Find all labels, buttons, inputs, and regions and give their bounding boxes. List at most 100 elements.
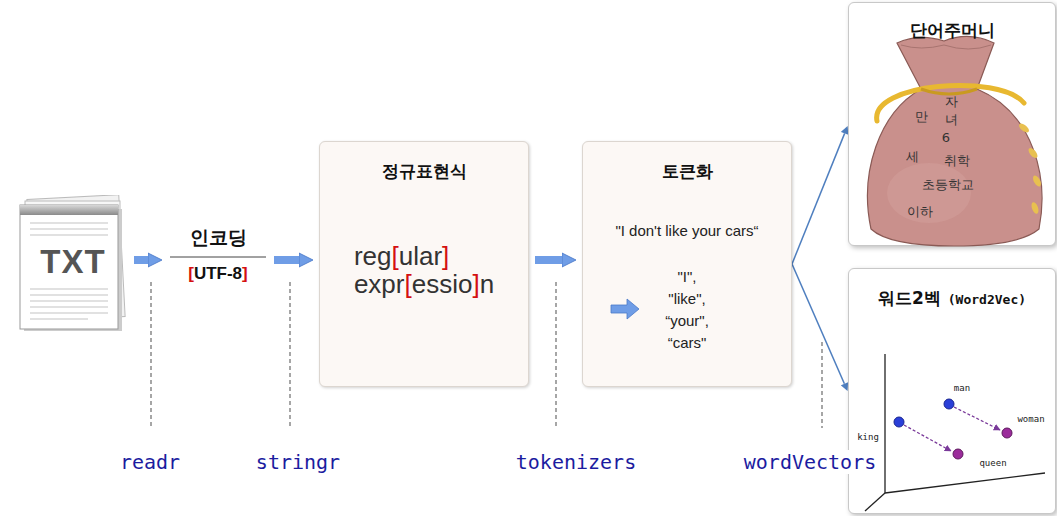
bag-word: 초등학교 bbox=[922, 176, 974, 194]
text-segment: [ bbox=[404, 269, 411, 299]
package-name: readr bbox=[118, 450, 182, 474]
flow-arrow bbox=[274, 256, 299, 264]
stitch bbox=[1017, 122, 1030, 134]
text-row: 토큰화 bbox=[583, 160, 791, 183]
vector-arrow bbox=[954, 407, 1000, 430]
node-text: [UTF-8] bbox=[188, 264, 248, 284]
text-row: 정규표현식 bbox=[320, 160, 528, 183]
guide-line bbox=[821, 342, 822, 428]
node-text: "I don't like your cars“ bbox=[615, 222, 758, 239]
text-row: TXT bbox=[18, 243, 128, 281]
node-title: 워드2벡 bbox=[878, 287, 941, 310]
package-name: tokenizers bbox=[514, 450, 638, 474]
plot-point bbox=[1002, 428, 1012, 438]
guide-line bbox=[289, 282, 290, 428]
text-segment: (Word2Vec) bbox=[948, 292, 1026, 307]
text-line bbox=[30, 294, 108, 295]
text-segment: "I don't like your cars“ bbox=[615, 222, 758, 239]
text-line bbox=[30, 318, 88, 319]
node-text: reg[ular] expr[essio]n bbox=[354, 242, 494, 298]
text-segment: 단어주머니 bbox=[910, 20, 995, 40]
node-title: 단어주머니 bbox=[910, 19, 995, 42]
point-label: man bbox=[954, 383, 970, 393]
text-segment: essio bbox=[412, 269, 473, 299]
bag-body bbox=[868, 36, 1042, 246]
process-box: 토큰화 "I don't like your cars“ "I", "like", … bbox=[582, 141, 792, 387]
node-title: 토큰화 bbox=[662, 160, 713, 183]
guide-line bbox=[150, 282, 151, 428]
node-text: "I", "like", “your", “cars" bbox=[665, 266, 709, 354]
bag-stitches bbox=[1017, 122, 1042, 215]
text-row: "I don't like your cars“ bbox=[583, 222, 791, 239]
sheet-header bbox=[20, 205, 118, 215]
text-line bbox=[30, 234, 108, 235]
text-line bbox=[30, 312, 108, 313]
axis bbox=[884, 354, 885, 493]
text-segment: "I", "like", “your", “cars" bbox=[665, 268, 709, 351]
divider-line bbox=[170, 257, 266, 258]
text-segment: expr bbox=[354, 269, 405, 299]
node-title: 정규표현식 bbox=[382, 160, 467, 183]
bag-highlight bbox=[887, 163, 971, 223]
bag-word: 취학 bbox=[944, 152, 970, 170]
node-text: (Word2Vec) bbox=[948, 292, 1026, 307]
text-segment: ] bbox=[472, 269, 479, 299]
text-row: [UTF-8] bbox=[168, 264, 268, 284]
stitch bbox=[1031, 174, 1042, 187]
text-segment: ] bbox=[242, 264, 248, 283]
text-line bbox=[30, 288, 108, 289]
point-label: king bbox=[857, 432, 879, 442]
output-panel: 워드2벡 (Word2Vec) bbox=[848, 268, 1056, 514]
text-line bbox=[30, 306, 108, 307]
bag-word: 만 bbox=[915, 108, 928, 126]
text-line bbox=[30, 228, 108, 229]
text-row: reg[ular] expr[essio]n bbox=[320, 242, 528, 298]
flow-arrow bbox=[134, 256, 148, 264]
text-segment: UTF-8 bbox=[194, 264, 242, 283]
plot-point bbox=[894, 417, 904, 427]
bag-word: 녀 bbox=[945, 111, 958, 129]
text-segment: [ bbox=[391, 241, 398, 271]
text-segment: 정규표현식 bbox=[382, 161, 467, 181]
text-lines bbox=[30, 223, 108, 319]
bag-ruffle bbox=[901, 45, 991, 49]
flow-arrow bbox=[792, 133, 845, 264]
guide-line bbox=[555, 282, 556, 428]
node-title: 인코딩 bbox=[190, 225, 247, 251]
stitch bbox=[1030, 201, 1040, 214]
text-segment: 토큰화 bbox=[662, 161, 713, 181]
node-title: TXT bbox=[40, 243, 105, 281]
document-icon-node: TXT bbox=[18, 195, 128, 332]
text-segment: reg bbox=[354, 241, 392, 271]
plot-point bbox=[953, 449, 963, 459]
text-segment: TXT bbox=[40, 243, 105, 280]
bag-word: 자 bbox=[945, 93, 958, 111]
vector-arrow bbox=[904, 425, 951, 451]
process-box: 정규표현식 reg[ular] expr[essio]n bbox=[319, 141, 529, 387]
axis bbox=[865, 493, 885, 511]
plot-point bbox=[944, 399, 954, 409]
text-segment: 워드2벡 bbox=[878, 288, 941, 308]
text-row: 인코딩 bbox=[168, 225, 268, 251]
text-segment: 인코딩 bbox=[190, 226, 247, 248]
text-row: 단어주머니 bbox=[849, 19, 1055, 42]
stitch bbox=[1027, 146, 1039, 159]
front-sheet bbox=[20, 205, 118, 329]
axis bbox=[885, 473, 1045, 493]
point-label: queen bbox=[979, 458, 1006, 468]
small-arrow bbox=[611, 299, 639, 319]
bag-word: 세 bbox=[906, 148, 919, 166]
plot-axes bbox=[865, 354, 1045, 511]
text-row: "I", "like", “your", “cars" bbox=[583, 266, 791, 354]
bag-word: 이하 bbox=[907, 203, 933, 221]
point-label: woman bbox=[1017, 414, 1044, 424]
encoding-step: 인코딩 [UTF-8] bbox=[168, 222, 268, 292]
flow-arrow bbox=[792, 264, 844, 384]
bag-word: 6 bbox=[942, 130, 950, 145]
text-segment: ] bbox=[442, 241, 449, 271]
text-segment: [ bbox=[188, 264, 194, 283]
text-segment: ular bbox=[399, 241, 442, 271]
text-line bbox=[30, 300, 108, 301]
bag-rope bbox=[921, 89, 977, 94]
